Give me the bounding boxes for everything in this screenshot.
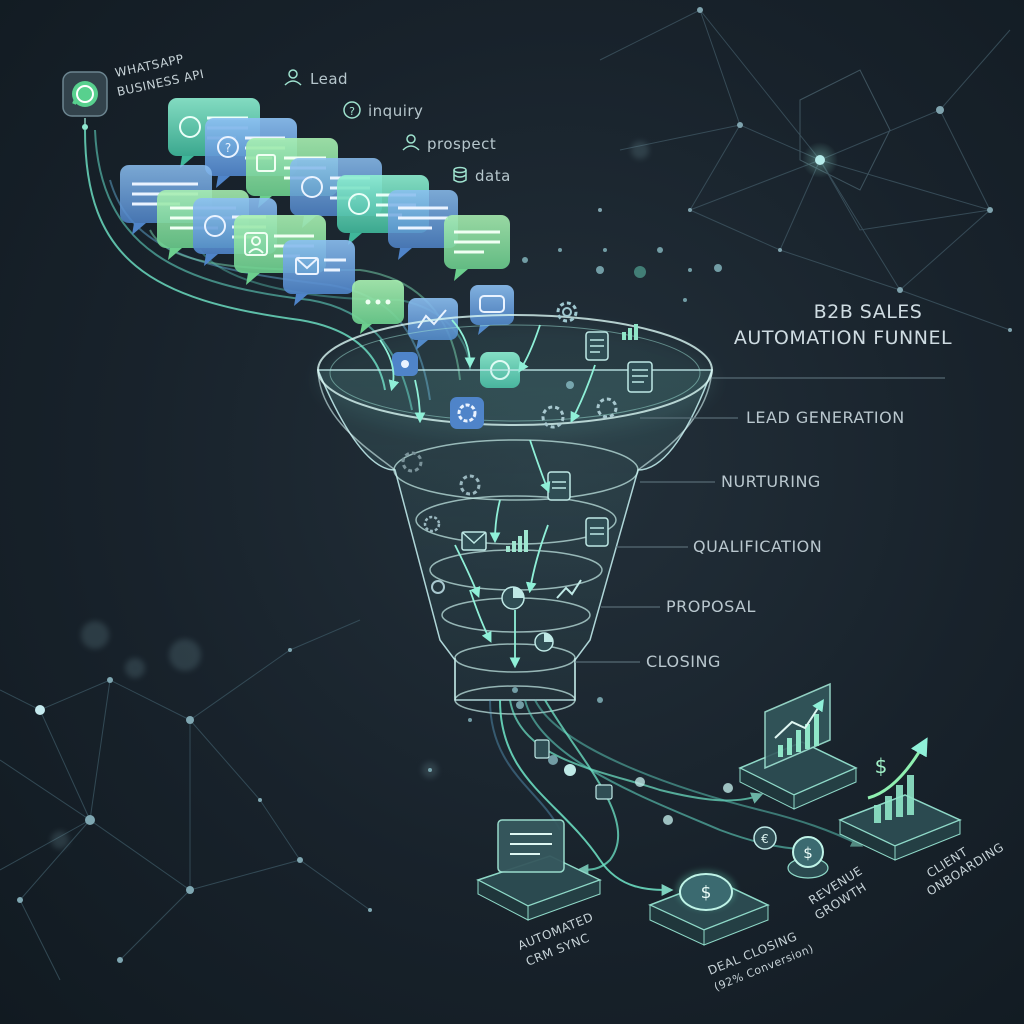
bar-chart-icon [622, 324, 638, 340]
stage-lead-generation: LEAD GENERATION [746, 408, 905, 427]
svg-text:Lead: Lead [310, 70, 348, 88]
svg-text:?: ? [225, 141, 231, 155]
user-icon [285, 70, 301, 85]
stage-closing: CLOSING [646, 652, 721, 671]
dollar-coin-icon: $ [793, 837, 823, 867]
svg-text:?: ? [349, 105, 355, 118]
question-icon: ? [344, 102, 360, 118]
document-icon [586, 332, 608, 360]
tag-prospect: prospect [403, 135, 496, 153]
document-icon [628, 362, 652, 392]
svg-text:$: $ [803, 844, 813, 862]
svg-text:$: $ [701, 883, 712, 903]
network-decoration-bottom-left [0, 620, 370, 980]
outcome-client-onboarding: $ CLIENT ONBOARDING [840, 742, 1006, 899]
star-badge-icon [392, 352, 418, 376]
database-icon [454, 168, 466, 183]
user-icon [403, 135, 419, 150]
mail-icon [462, 532, 486, 550]
stage-qualification: QUALIFICATION [693, 537, 822, 556]
outcome-revenue-growth: $ REVENUE GROWTH [788, 837, 869, 923]
outcome-analytics-dashboard [740, 684, 856, 809]
network-decoration-top-right [600, 10, 1010, 330]
pie-chart-icon [535, 633, 553, 651]
stage-proposal: PROPOSAL [666, 597, 756, 616]
pie-chart-icon [502, 587, 524, 609]
chat-bubble [444, 215, 510, 281]
svg-text:data: data [475, 167, 511, 185]
gear-icon [558, 303, 576, 321]
whatsapp-icon [72, 81, 98, 107]
euro-icon: € [754, 827, 776, 849]
tag-lead: Lead [285, 70, 348, 88]
funnel-title-line2: AUTOMATION FUNNEL [734, 327, 952, 349]
dollar-coin-icon: $ [680, 874, 732, 910]
document-icon [586, 518, 608, 546]
gear-icon [450, 397, 484, 429]
svg-text:€: € [761, 832, 769, 846]
stage-nurturing: NURTURING [721, 472, 821, 491]
outcome-crm-sync: AUTOMATED CRM SYNC [478, 820, 600, 969]
dollar-icon: $ [875, 754, 888, 778]
tag-inquiry: ? inquiry [344, 102, 423, 120]
document-icon [548, 472, 570, 500]
funnel-title-line1: B2B SALES [814, 301, 923, 323]
svg-text:inquiry: inquiry [368, 102, 423, 120]
svg-text:prospect: prospect [427, 135, 496, 153]
outcome-deal-closing: $ DEAL CLOSING (92% Conversion) [650, 870, 816, 994]
network-nodes-bottom-left [17, 648, 372, 963]
tag-data: data [454, 167, 511, 185]
